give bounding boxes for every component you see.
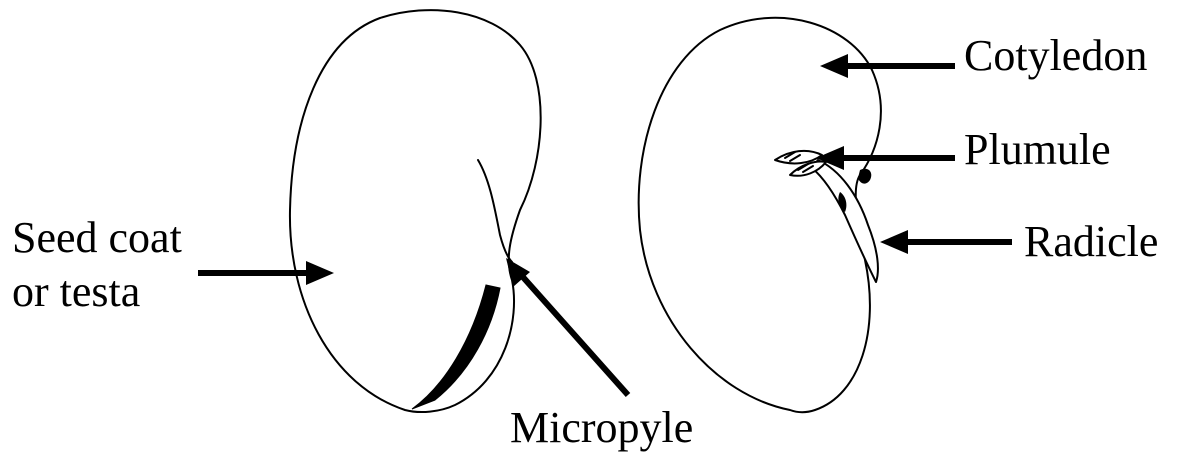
label-plumule: Plumule <box>964 125 1111 174</box>
arrow-cotyledon <box>820 54 955 78</box>
arrow-radicle <box>880 230 1012 254</box>
seed-coat-outline <box>290 10 541 412</box>
embryo-notch-upper <box>858 169 871 184</box>
label-radicle: Radicle <box>1024 217 1158 266</box>
label-micropyle: Micropyle <box>510 403 693 452</box>
label-cotyledon: Cotyledon <box>964 31 1147 80</box>
arrow-seed-coat <box>198 261 334 285</box>
arrow-micropyle <box>506 258 628 395</box>
label-seed-coat-line1: Seed coat <box>12 213 182 262</box>
arrow-plumule <box>816 146 955 170</box>
seed-outer-view <box>290 10 541 412</box>
label-seed-coat-line2: or testa <box>12 267 140 316</box>
seed-opened-view <box>639 18 881 412</box>
